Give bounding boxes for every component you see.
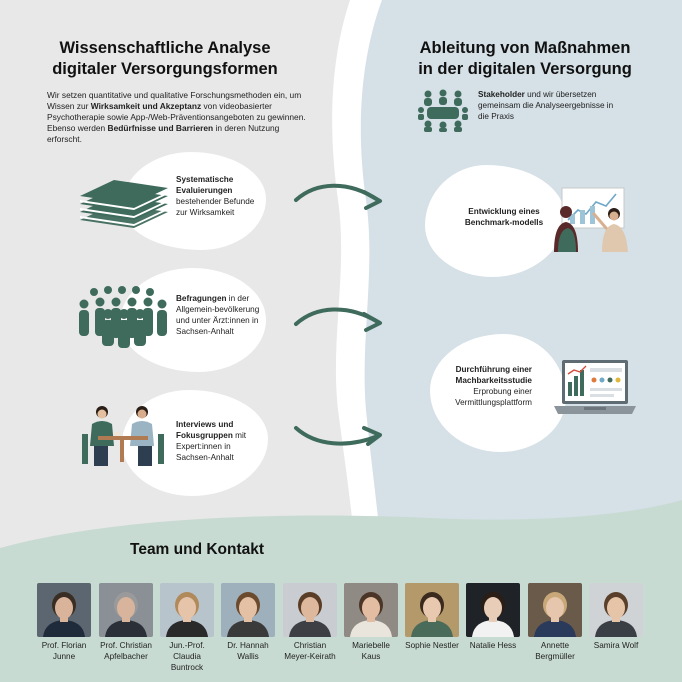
presentation-icon: [554, 187, 628, 252]
portrait-image: [344, 583, 398, 637]
member-photo: [344, 583, 398, 637]
left-intro: Wir setzen quantitative und qualitative …: [47, 90, 306, 144]
member-photo: [99, 583, 153, 637]
portrait-image: [221, 583, 275, 637]
right-panel-bg: [332, 0, 682, 560]
item-interviews-text: Interviews und Fokusgruppen mit Expert:i…: [176, 420, 247, 462]
member-photo: [221, 583, 275, 637]
member-photo: [283, 583, 337, 637]
team-member: Prof. Florian Junne: [37, 583, 91, 662]
member-name: Christian Meyer-Keirath: [284, 641, 336, 661]
member-name: Jun.-Prof. Claudia Buntrock: [169, 641, 205, 672]
arrow-1: [294, 183, 382, 210]
member-name: Sophie Nestler: [405, 641, 459, 650]
meeting-table-icon: [418, 89, 468, 132]
portrait-image: [160, 583, 214, 637]
item-systematic-text: Systematische Evaluierungen bestehender …: [176, 175, 255, 217]
interview-icon: [82, 406, 164, 466]
item-feasibility-text: Durchführung einer Machbarkeitsstudie Er…: [455, 365, 532, 407]
intro-bold-effect: Wirksamkeit und Akzeptanz: [90, 101, 202, 111]
portrait-image: [405, 583, 459, 637]
portrait-image: [589, 583, 643, 637]
stacked-papers-icon: [80, 180, 168, 228]
portrait-image: [528, 583, 582, 637]
member-name: Dr. Hannah Wallis: [227, 641, 269, 661]
member-photo: [37, 583, 91, 637]
left-title-line1: Wissenschaftliche Analyse: [59, 39, 271, 57]
team-member: Jun.-Prof. Claudia Buntrock: [160, 583, 214, 673]
portrait-image: [37, 583, 91, 637]
right-title: Ableitung von Maßnahmen in der digitalen…: [402, 38, 648, 80]
member-name: Prof. Florian Junne: [41, 641, 87, 661]
portrait-image: [283, 583, 337, 637]
right-title-line1: Ableitung von Maßnahmen: [419, 39, 631, 57]
member-name: Annette Bergmüller: [535, 641, 575, 661]
member-name: Natalie Hess: [469, 641, 517, 650]
divider-stripe: [332, 0, 382, 560]
team-member: Prof. Christian Apfelbacher: [99, 583, 153, 662]
team-member: Annette Bergmüller: [528, 583, 582, 662]
member-photo: [528, 583, 582, 637]
intro-bold-needs: Bedürfnisse und Barrieren: [107, 123, 214, 133]
blob-feasibility: [430, 334, 566, 452]
team-member: Samira Wolf: [589, 583, 643, 651]
right-title-line2: in der digitalen Versorgung: [418, 60, 632, 78]
stakeholder-text: Stakeholder und wir übersetzen gemeinsam…: [478, 90, 614, 121]
team-member: Christian Meyer-Keirath: [283, 583, 337, 662]
portrait-image: [466, 583, 520, 637]
left-title-line2: digitaler Versorgungsformen: [52, 60, 278, 78]
item-benchmark-text: Entwicklung eines Benchmark-modells: [464, 207, 544, 227]
member-photo: [160, 583, 214, 637]
left-title: Wissenschaftliche Analyse digitaler Vers…: [30, 38, 300, 80]
member-name: Samira Wolf: [593, 641, 639, 650]
member-photo: [405, 583, 459, 637]
laptop-dashboard-icon: [554, 360, 636, 414]
item-surveys-text: Befragungen in der Allgemein-bevölkerung…: [176, 294, 260, 336]
member-name: Mariebelle Kaus: [352, 641, 390, 661]
arrow-2: [294, 307, 382, 332]
arrow-3: [294, 426, 382, 446]
member-photo: [466, 583, 520, 637]
crowd-icon: [79, 286, 167, 348]
team-member: Mariebelle Kaus: [344, 583, 398, 662]
member-name: Prof. Christian Apfelbacher: [100, 641, 152, 661]
team-title: Team und Kontakt: [130, 541, 265, 558]
team-member: Natalie Hess: [466, 583, 520, 651]
team-member: Dr. Hannah Wallis: [221, 583, 275, 662]
member-photo: [589, 583, 643, 637]
team-member: Sophie Nestler: [405, 583, 459, 651]
blob-benchmark: [425, 165, 565, 277]
portrait-image: [99, 583, 153, 637]
